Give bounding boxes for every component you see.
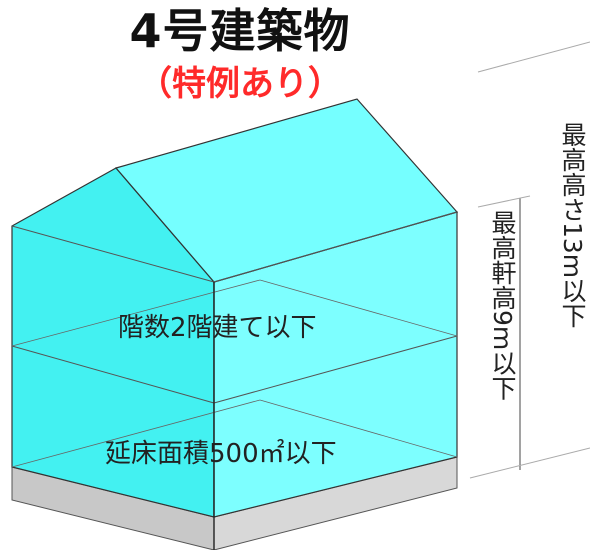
max-height-bottom-tick — [469, 447, 590, 479]
eave-height-top-tick — [477, 195, 531, 208]
side-floor-line-upper — [213, 211, 458, 283]
max-height-limit-label: 最高高さ13m以下 — [558, 122, 587, 329]
eave-height-limit-label: 最高軒高9m以下 — [488, 210, 517, 401]
interior-edge-2 — [11, 399, 261, 468]
front-floor-line-middle — [11, 345, 215, 404]
interior-edge-1 — [11, 279, 261, 347]
max-height-top-tick — [477, 41, 590, 73]
diagram-title: 4号建築物 — [129, 4, 351, 58]
diagram-subtitle: （特例あり） — [138, 64, 342, 104]
floors-limit-label: 階数2階建て以下 — [118, 313, 317, 343]
interior-edge-4 — [259, 279, 458, 337]
side-floor-line-middle — [213, 335, 458, 404]
front-floor-line-upper — [11, 225, 215, 283]
floor-area-limit-label: 延床面積500㎡以下 — [105, 439, 337, 469]
interior-edge-3 — [259, 399, 458, 458]
